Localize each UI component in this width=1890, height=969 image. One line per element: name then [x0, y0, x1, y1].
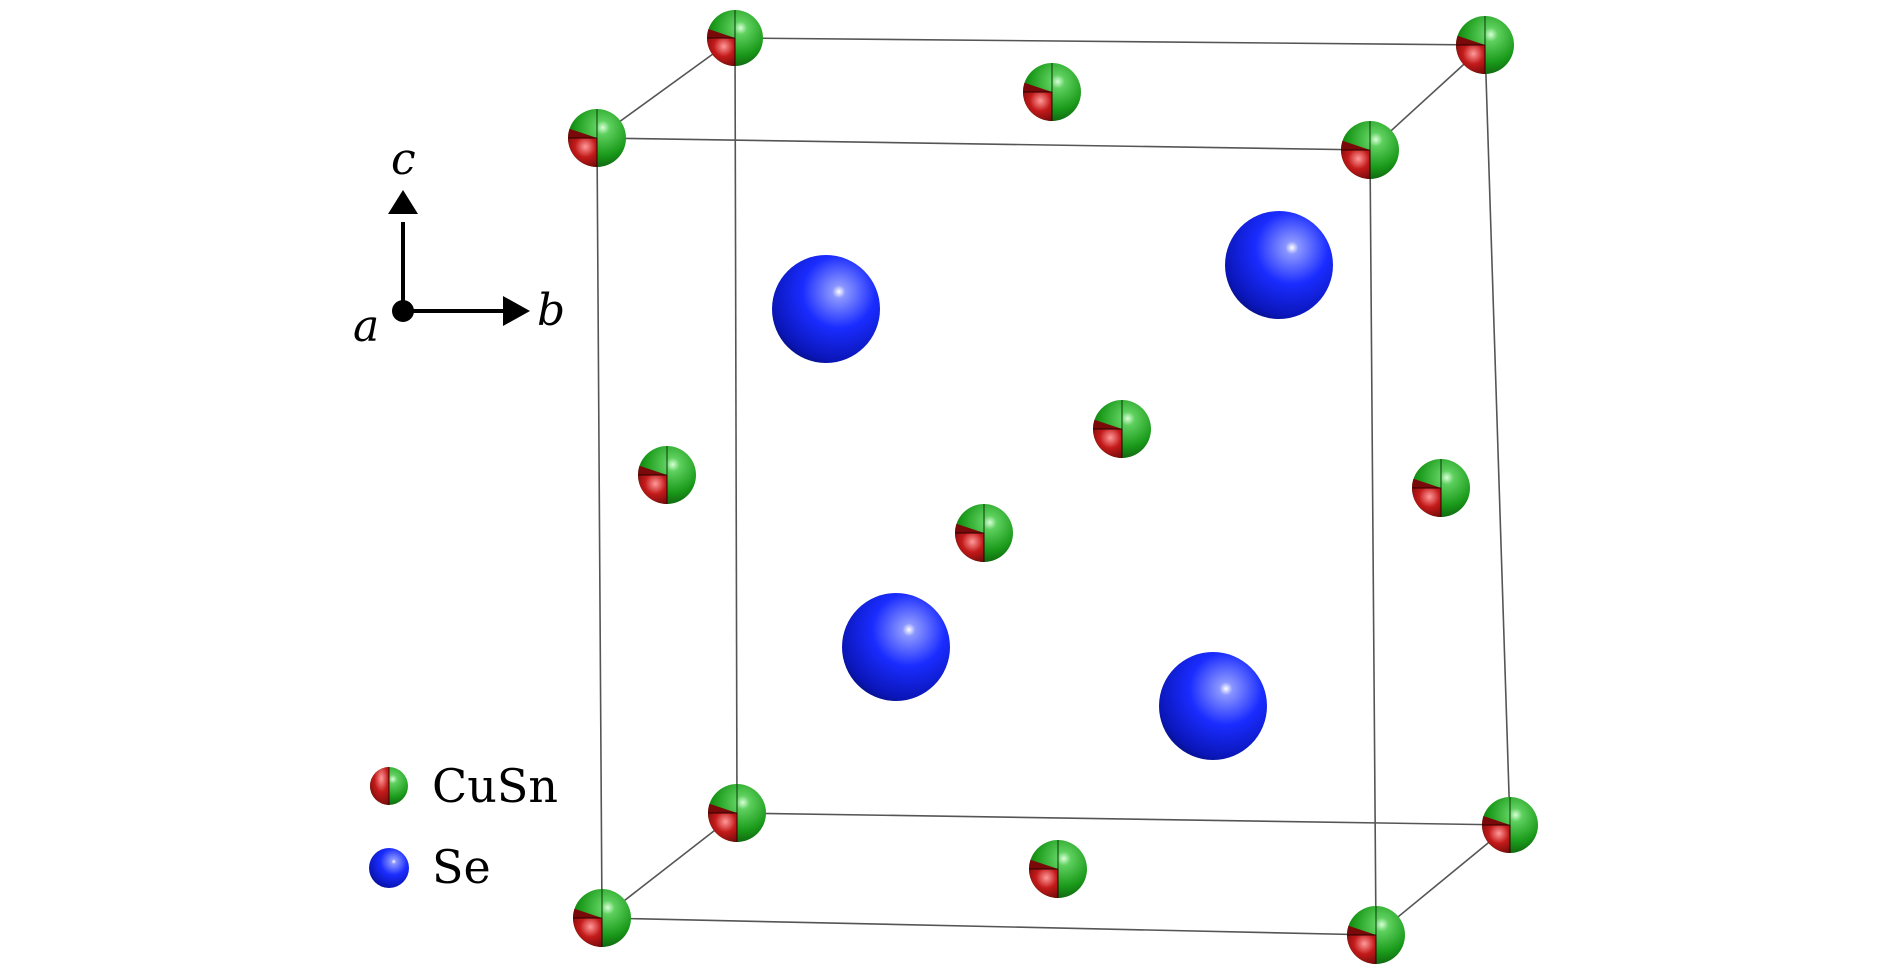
legend: CuSn Se [369, 759, 558, 894]
legend-label-se: Se [432, 840, 491, 894]
cell-edge [734, 37, 738, 814]
se-atom [1225, 211, 1333, 319]
cell-edge [736, 812, 1511, 826]
cusn-atom [707, 784, 766, 842]
cusn-atom [706, 10, 763, 66]
se-atom [842, 593, 950, 701]
cusn-atom [567, 109, 626, 167]
cusn-atom [954, 504, 1013, 562]
a-axis-label: a [353, 301, 379, 352]
cusn-atom [637, 446, 696, 504]
legend-label-cusn: CuSn [432, 759, 558, 813]
cell-edge [1369, 149, 1377, 936]
cell-edge [734, 37, 1486, 46]
a-axis-dot [392, 300, 414, 322]
axis-indicator: c b a [353, 134, 565, 352]
cusn-atom [1411, 459, 1470, 517]
cusn-legend-swatch [370, 767, 408, 805]
cusn-atom [1481, 797, 1538, 853]
cusn-atom [1455, 16, 1514, 74]
b-axis-label: b [537, 285, 565, 336]
cusn-atom [1346, 906, 1405, 964]
c-axis-arrowhead [388, 190, 418, 214]
cusn-atom [1022, 63, 1081, 121]
se-legend-swatch [369, 848, 409, 888]
se-atom [772, 255, 880, 363]
cell-edge [596, 137, 1371, 151]
cusn-atom [1028, 840, 1087, 898]
cell-edge [1484, 44, 1511, 826]
c-axis-label: c [391, 134, 416, 185]
legend-item-cusn: CuSn [370, 759, 558, 813]
cell-edge [601, 917, 1377, 936]
cell-edge [596, 137, 603, 919]
cusn-atom [1092, 400, 1151, 458]
b-axis-arrowhead [503, 296, 530, 326]
cusn-atom [572, 889, 631, 947]
legend-item-se: Se [369, 840, 491, 894]
se-atom [1159, 652, 1267, 760]
cusn-atom [1340, 121, 1399, 179]
atoms-layer [567, 10, 1538, 964]
